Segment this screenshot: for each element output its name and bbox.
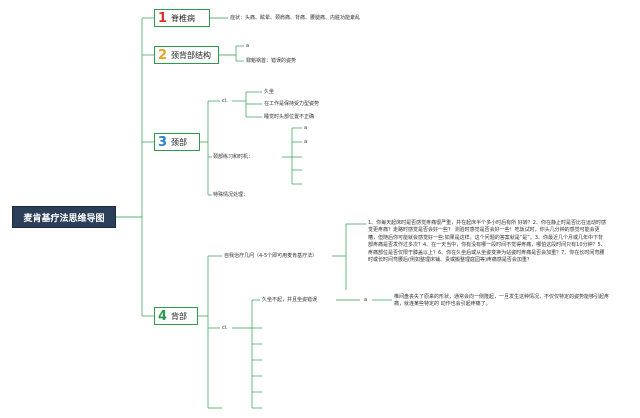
self-treatment-questions: 1、你每天起床时是否感觉疼痛很严重，并在起床半个多小时后有所 好转？2、你在静止…	[368, 220, 606, 264]
sitting-cause-label: 久坐不起，并且坐姿错误	[262, 297, 318, 303]
branch-spine-disease[interactable]: 1 脊椎病	[154, 9, 210, 27]
sitting-mark: a	[364, 297, 368, 303]
neck-special-label: 特殊情况处理：	[213, 192, 249, 198]
branch-label: 背部	[171, 311, 188, 321]
sitting-detail: 椎间盘丧失了原来的形状，通常会向一侧隆起，一旦发生这种情况，不仅仅特定的姿势能够…	[394, 294, 610, 308]
branch-number: 3	[158, 134, 168, 150]
neck-cl-label: cl.	[222, 98, 228, 104]
branch-label: 脊椎病	[171, 13, 196, 23]
neck-exercise-mark: a	[304, 139, 308, 145]
neck-exercise-label: 颈部练习和时机：	[213, 154, 254, 160]
neck-cause-item: 在工作是保持受力型姿势	[264, 101, 320, 107]
branch-number: 2	[158, 47, 168, 63]
back-cl-label: cl.	[222, 325, 228, 331]
neck-exercise-mark: a	[304, 125, 308, 131]
neck-cause-item: 久坐	[264, 89, 275, 95]
branch-label: 颈部	[171, 137, 188, 147]
self-treatment-label: 自我治疗几问（4-5个即可用麦肯基疗法）	[224, 253, 318, 259]
branch-label: 颈背部结构	[171, 50, 212, 60]
branch-number: 1	[158, 10, 168, 26]
branch-neck[interactable]: 3 颈部	[154, 133, 200, 151]
branch-number: 4	[158, 308, 168, 324]
root-title: 麦肯基疗法思维导图	[23, 213, 105, 224]
structure-item: 罪魁祸首：错误的姿势	[246, 58, 297, 64]
symptoms-text: 症状：头痛、眩晕、颈肩痛、背痛、腰腿痛、内脏功能紊乱	[230, 15, 361, 21]
root-node[interactable]: 麦肯基疗法思维导图	[12, 206, 116, 228]
structure-item: a	[246, 43, 250, 49]
branch-neck-back-structure[interactable]: 2 颈背部结构	[154, 46, 219, 64]
neck-cause-item: 睡觉时头部位置不正确	[264, 114, 315, 120]
branch-back[interactable]: 4 背部	[154, 307, 198, 325]
